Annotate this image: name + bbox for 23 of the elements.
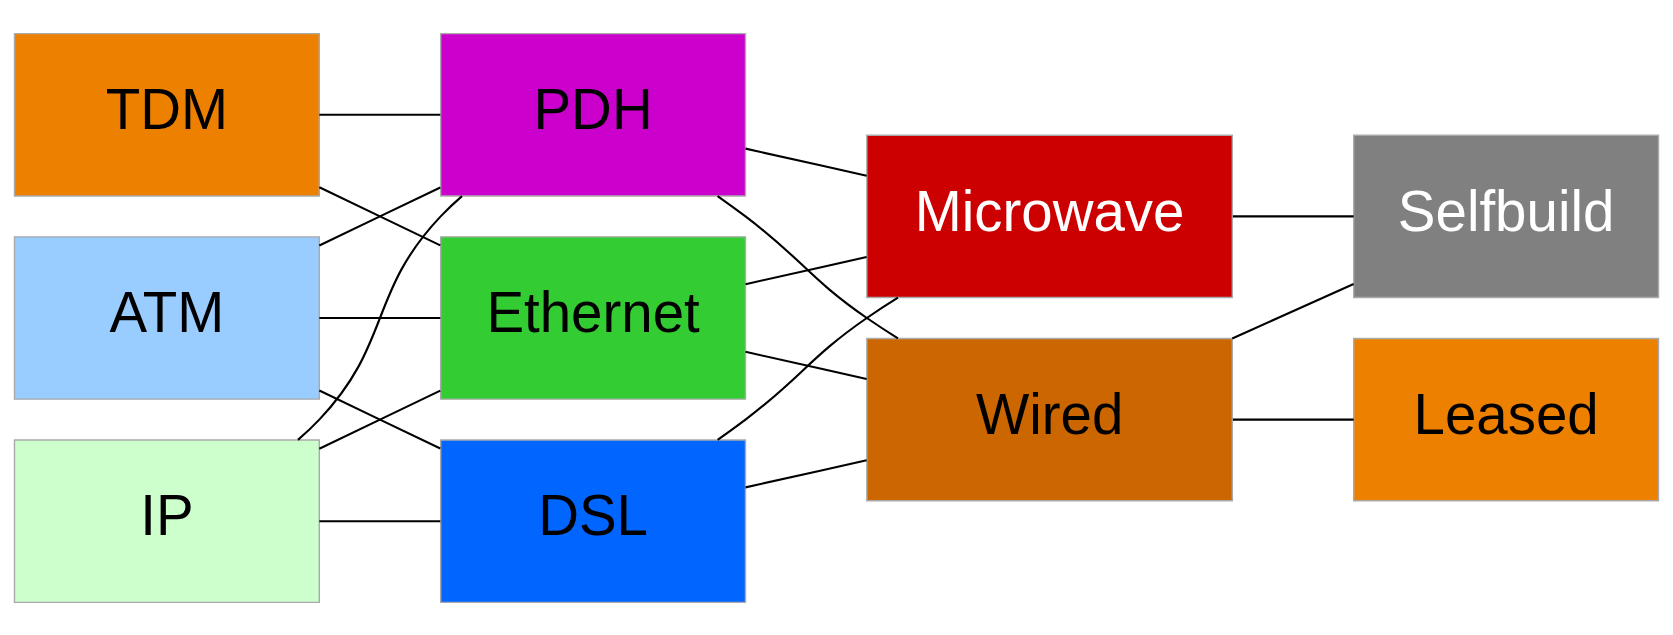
connector <box>745 255 867 285</box>
node-box: Microwave <box>866 134 1234 298</box>
node-box: Wired <box>866 337 1234 501</box>
node-box: PDH <box>439 32 747 197</box>
node-box: Ethernet <box>439 235 747 400</box>
node-box: TDM <box>13 32 320 197</box>
node-box: Leased <box>1353 337 1660 501</box>
node-box: IP <box>13 438 320 603</box>
node-box: ATM <box>13 235 320 400</box>
connector <box>319 113 441 116</box>
node-box: DSL <box>439 438 747 603</box>
connector <box>297 194 463 441</box>
connector <box>319 519 441 522</box>
connector <box>717 296 899 441</box>
connector <box>745 147 867 177</box>
connector <box>717 194 899 339</box>
connector <box>1232 214 1354 217</box>
connector <box>745 350 867 380</box>
connector <box>319 316 441 319</box>
connector <box>745 458 867 488</box>
node-box: Selfbuild <box>1353 134 1660 298</box>
connector <box>1231 282 1355 339</box>
connector <box>1232 418 1354 421</box>
